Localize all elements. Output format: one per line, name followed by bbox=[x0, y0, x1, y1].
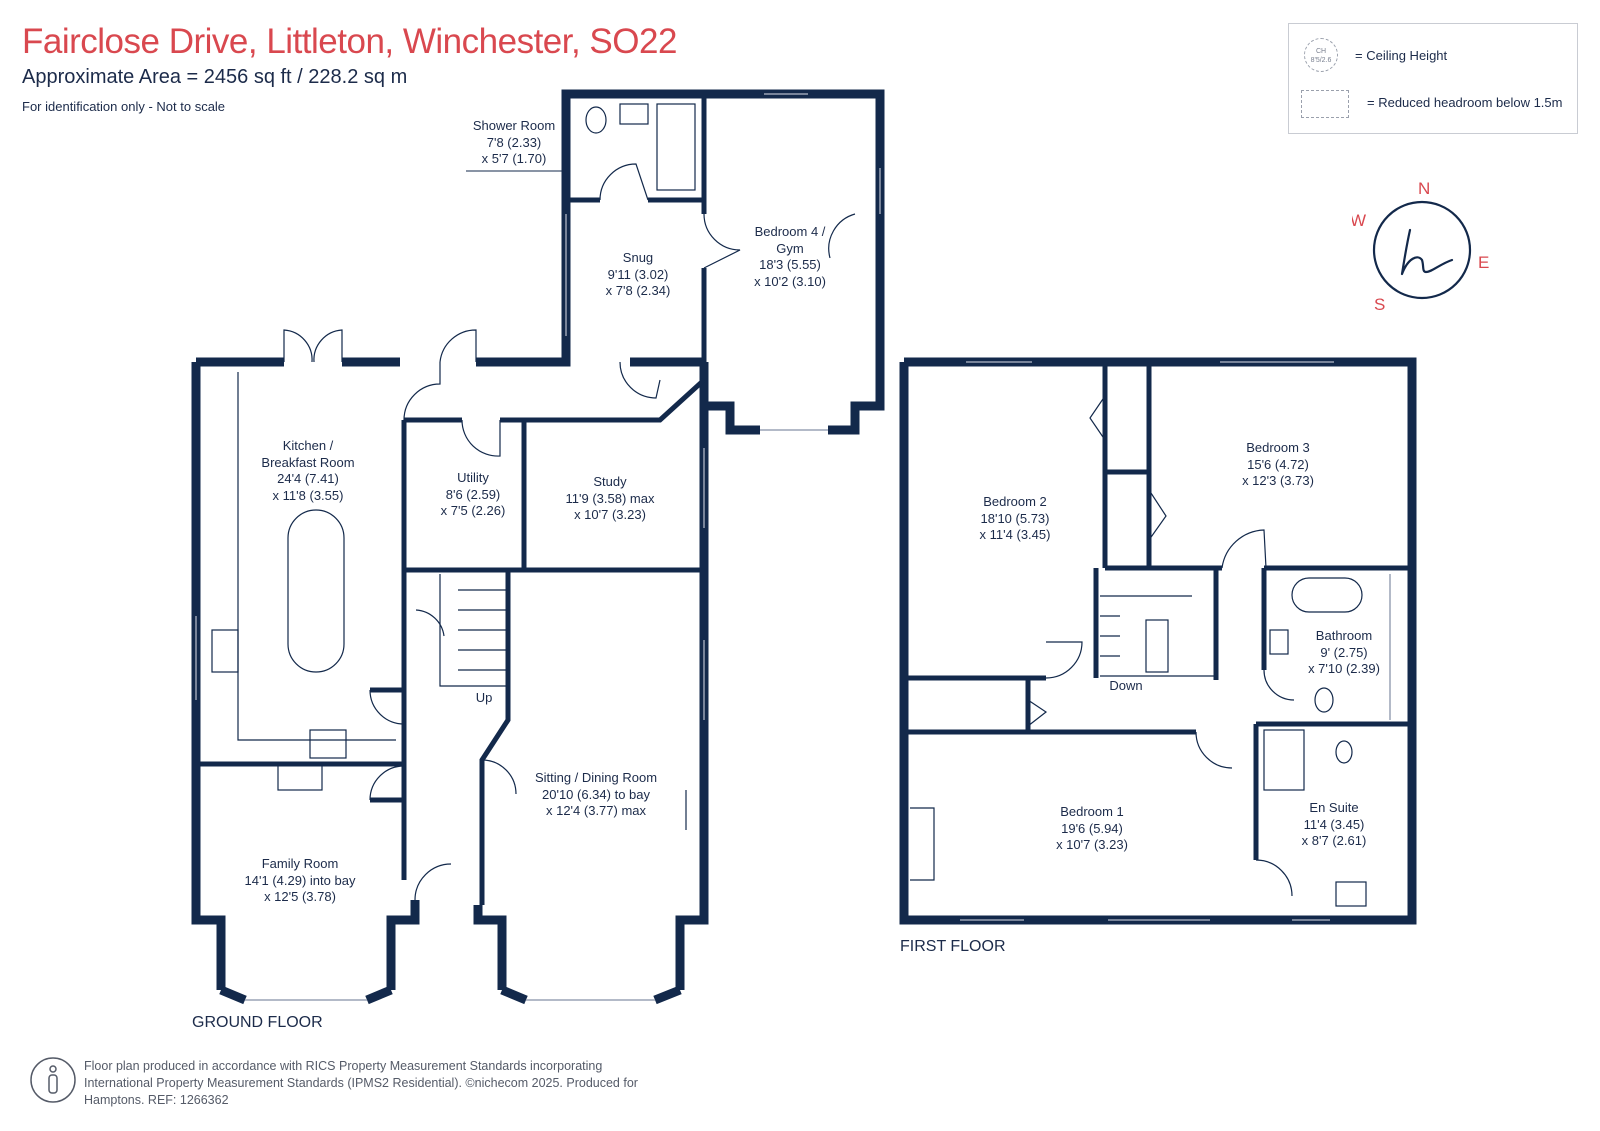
stairs-down-label: Down bbox=[1109, 678, 1143, 693]
footer-note: Floor plan produced in accordance with R… bbox=[84, 1058, 714, 1109]
first-floor-internal-walls bbox=[904, 362, 1412, 860]
first-floor-windows bbox=[960, 361, 1391, 921]
compass-west: W bbox=[1352, 211, 1366, 230]
footer-line-1: Floor plan produced in accordance with R… bbox=[84, 1059, 603, 1073]
ceiling-height-label: = Ceiling Height bbox=[1355, 48, 1448, 63]
identification-note: For identification only - Not to scale bbox=[22, 99, 226, 114]
page-title: Fairclose Drive, Littleton, Winchester, … bbox=[22, 22, 677, 61]
compass-rose-icon: N E S W bbox=[1352, 180, 1489, 314]
ground-floor-windows bbox=[195, 93, 881, 1001]
ground-floor-fixtures bbox=[211, 103, 856, 901]
approximate-area: Approximate Area = 2456 sq ft / 228.2 sq… bbox=[22, 66, 408, 88]
ground-floor-label: GROUND FLOOR bbox=[192, 1014, 323, 1031]
stairs-up-label: Up bbox=[475, 690, 493, 705]
footer-line-2: International Property Measurement Stand… bbox=[84, 1076, 638, 1090]
legend-box: CH 8'5/2.6 = Ceiling Height = Reduced he… bbox=[1288, 23, 1578, 134]
first-floor-fixtures bbox=[910, 395, 1367, 907]
measurement-standards-icon bbox=[30, 1057, 76, 1103]
reduced-headroom-icon bbox=[1301, 90, 1349, 118]
first-floor-label: FIRST FLOOR bbox=[900, 938, 1006, 955]
ground-floor-internal-walls bbox=[196, 94, 707, 905]
compass-north: N bbox=[1418, 180, 1430, 198]
reduced-headroom-label: = Reduced headroom below 1.5m bbox=[1367, 95, 1563, 110]
compass-south: S bbox=[1374, 295, 1385, 314]
footer-line-3: Hamptons. REF: 1266362 bbox=[84, 1093, 229, 1107]
compass-east: E bbox=[1478, 253, 1489, 272]
ceiling-height-icon: CH 8'5/2.6 bbox=[1304, 38, 1338, 72]
